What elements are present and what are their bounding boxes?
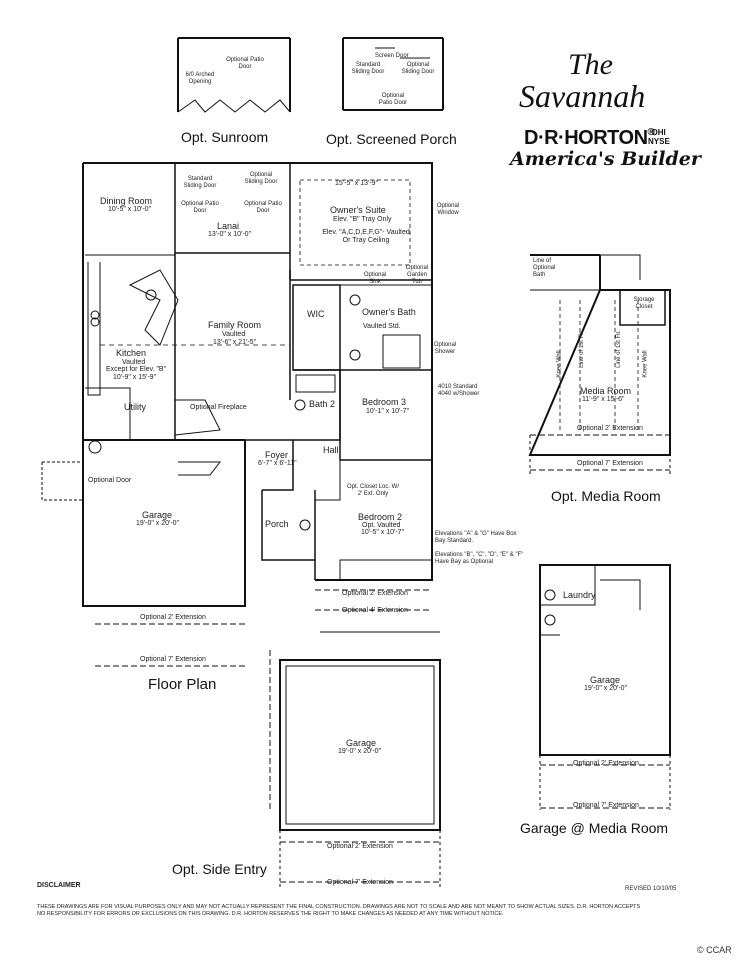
bedroom2-name: Bedroom 2 [358,512,403,522]
fireplace-label: Optional Fireplace [190,404,247,411]
bath2-label: Bath 2 [309,399,336,409]
bedroom2-size: 10'-5" x 10'-7" [361,529,405,536]
plan-title-line1: The [568,48,613,81]
screened-standard-label: Standard Sliding Door [351,62,385,75]
kitchen-size: 10'-9" x 15'-9" [113,374,157,381]
owners-suite-name: Owner's Suite [330,205,386,215]
brand-ticker-dhi: DHI [652,128,666,137]
media-knee-wall-1: Knee Wall [556,350,563,378]
heading-garage-media: Garage @ Media Room [520,820,669,836]
heading-media-room: Opt. Media Room [551,488,661,504]
bedroom3-name: Bedroom 3 [362,397,407,407]
owners-suite-note1: Elev. "B" Tray Only [333,216,392,223]
disclaimer-label: DISCLAIMER [37,882,81,889]
family-room-note: Vaulted [222,331,246,338]
revised-date: REVISED 10/10/05 [625,886,677,892]
hall-label: Hall [323,445,339,455]
utility-label: Utility [124,402,146,412]
garage-media-ext7: Optional 7' Extension [573,802,639,809]
side-entry-garage-size: 19'-0" x 20'-0" [338,748,382,755]
media-line-1st-flr-1: Line of 1st Flr. [578,330,585,368]
foyer-name: Foyer [265,450,289,460]
elevation-note1: Elevations "A" & "G" Have Box Bay Standa… [435,531,517,544]
kitchen-name: Kitchen [116,348,147,358]
owners-opt-window: Optional Window [436,203,460,216]
porch-label: Porch [265,519,289,529]
sunroom-patio-label: Optional Patio Door [226,57,264,70]
owners-suite-note2: Elev. "A,C,D,E,F,G"- Vaulted Or Tray Cei… [322,229,410,244]
media-ext2-label: Optional 2' Extension [577,425,643,432]
family-room-name: Family Room [208,320,262,330]
family-room-size: 13'-6" x 21'-5" [213,339,257,346]
lanai-patio-door-1: Optional Patio Door [181,201,219,214]
plan-title-line2: Savannah [519,78,646,114]
heading-side-entry: Opt. Side Entry [172,861,267,877]
owners-opt-tub: Optional Garden Tub [405,265,429,285]
optional-door-label: Optional Door [88,477,132,484]
owners-bath-note: Vaulted Std. [363,323,401,330]
media-storage-closet: Storage Closet [633,297,655,310]
foyer-size: 6'-7" x 6'-11" [258,460,297,467]
dining-room-size: 10'-5" x 10'-0" [108,206,152,213]
garage-media-laundry: Laundry [563,590,596,600]
garage-media-ext2: Optional 2' Extension [573,760,639,767]
garage-media-name: Garage [590,675,621,685]
sunroom-arched-label: 6/0 Arched Opening [185,72,215,85]
lanai-patio-door-2: Optional Patio Door [244,201,282,214]
side-entry-ext2: Optional 2' Extension [327,843,393,850]
heading-floor-plan: Floor Plan [148,676,217,693]
bedroom2-note: Opt. Vaulted [362,522,401,529]
owners-bath-name: Owner's Bath [362,307,416,317]
window-note2: 4040 w/Shower [438,391,480,397]
owners-opt-sink: Optional Sink [363,272,387,285]
kitchen-note2: Except for Elev. "B" [106,366,167,373]
disclaimer-line1: THESE DRAWINGS ARE FOR VISUAL PURPOSES O… [37,904,641,910]
lanai-size: 13'-0" x 10'-0" [208,231,252,238]
elevation-note2: Elevations "B", "C", "D", "E" & "F" Have… [435,552,524,565]
ccar-watermark: © CCAR [697,945,732,955]
lanai-optional-door: Optional Sliding Door [244,172,278,185]
media-knee-wall-2: Knee Wall [642,350,649,378]
owners-suite-size: 15'-5" x 13'-9" [335,180,379,187]
owners-opt-shower: Optional Shower [433,342,457,355]
brand-tagline: America's Builder [510,148,701,170]
heading-sunroom: Opt. Sunroom [181,129,269,145]
screened-patio-label: Optional Patio Door [378,93,408,106]
garage-ext7-label: Optional 7' Extension [140,656,206,663]
bedroom-ext4-label: Optional 4' Extension [342,607,408,614]
dining-room-name: Dining Room [100,196,153,206]
garage-size: 19'-0" x 20'-0" [136,520,180,527]
brand-reg: ® [647,127,655,138]
brand-name: D·R·HORTON [524,127,648,149]
side-entry-garage-name: Garage [346,738,377,748]
screened-screen-door-label: Screen Door [375,53,409,59]
heading-screened-porch: Opt. Screened Porch [326,131,457,147]
window-note1: 4010 Standard [438,384,478,390]
bedroom-ext2-label: Optional 2' Extension [342,590,408,597]
media-ext7-label: Optional 7' Extension [577,460,643,467]
garage-name: Garage [142,510,173,520]
side-entry-ext7: Optional 7' Extension [327,879,393,886]
media-room-name: Media Room [580,386,632,396]
lanai-name: Lanai [217,221,240,231]
closet-note: Opt. Closet Loc. W/ 2' Ext. Only [346,484,400,497]
media-room-size: 11'-9" x 15'-6" [582,396,625,403]
brand-ticker-nyse: NYSE [648,137,670,146]
brand-ticker: DHI NYSE [648,128,670,146]
lanai-standard-door: Standard Sliding Door [183,176,217,189]
wic-label: WIC [307,309,325,319]
media-line-1st-flr-2: Line of 1st Flr. [615,330,622,368]
screened-optional-label: Optional Sliding Door [401,62,435,75]
brand-logo: D·R·HORTON® [524,127,655,150]
garage-ext2-label: Optional 2' Extension [140,614,206,621]
bedroom3-size: 10'-1" x 10'-7" [366,408,410,415]
disclaimer-line2: NO RESPONSIBILITY FOR ERRORS OR EXCLUSIO… [37,911,504,917]
media-line-of-bath: Line of Optional Bath [533,258,556,278]
kitchen-note1: Vaulted [122,359,146,366]
garage-media-size: 19'-0" x 20'-0" [584,685,628,692]
